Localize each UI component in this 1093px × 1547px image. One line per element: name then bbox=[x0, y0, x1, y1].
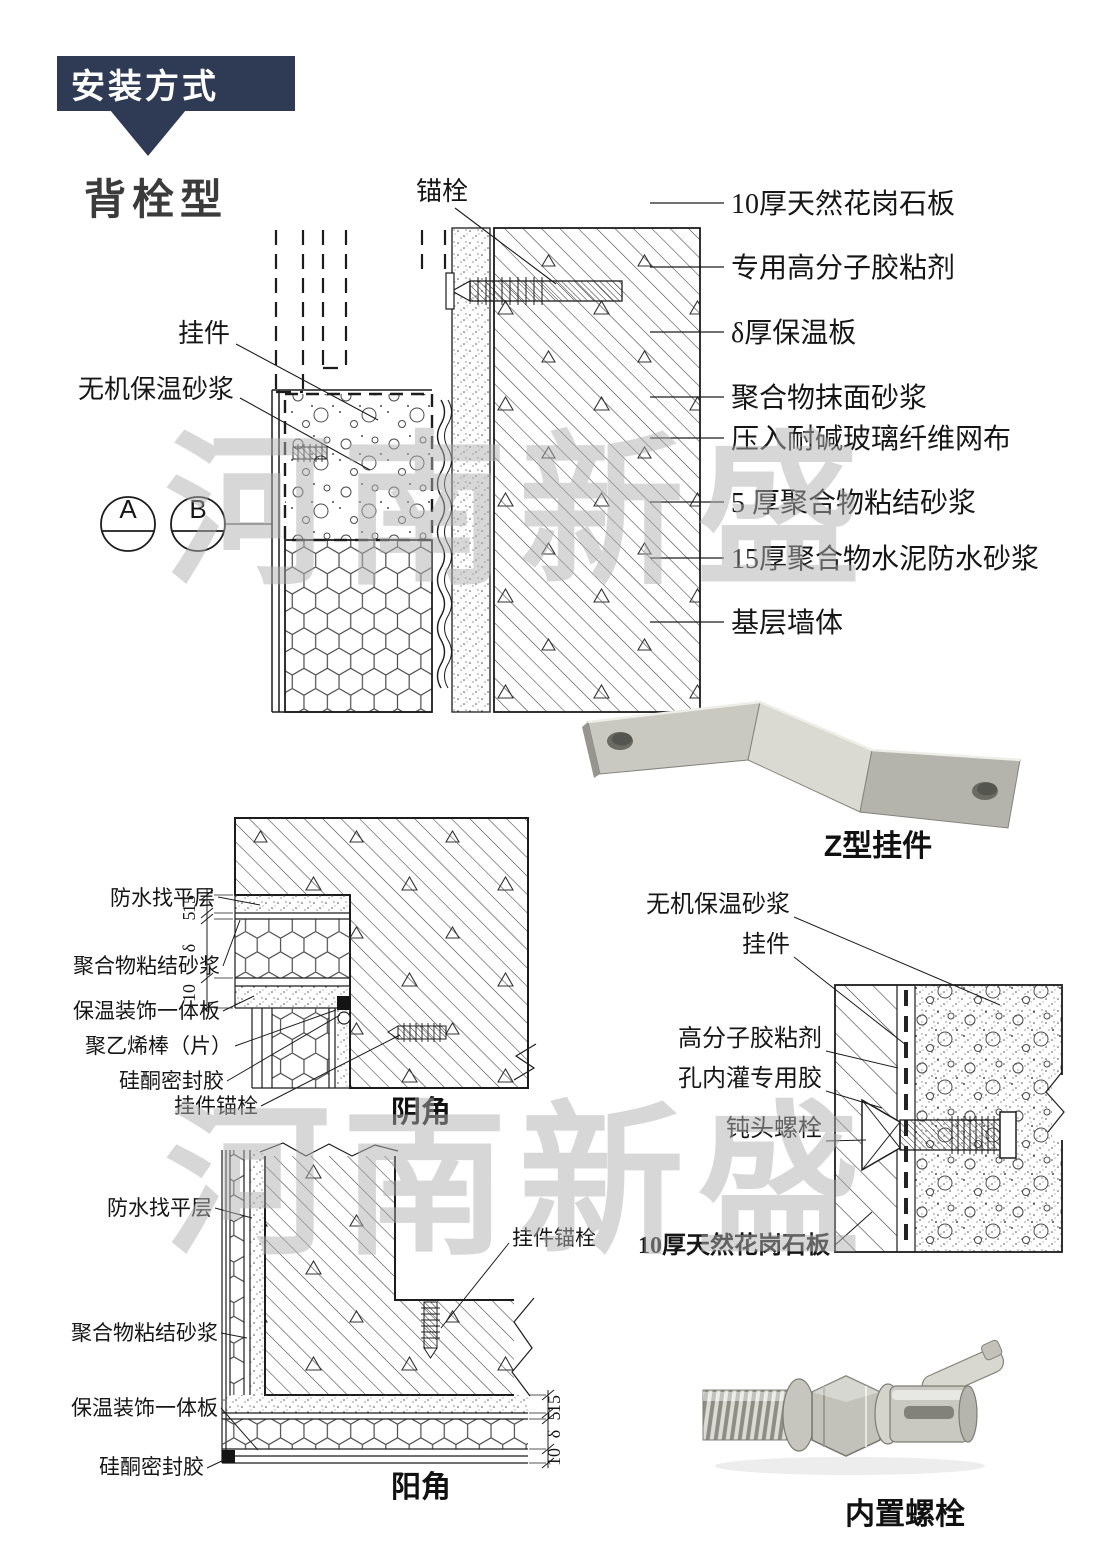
label-hanger: 挂件 bbox=[178, 319, 230, 348]
section-header-banner: 安装方式 bbox=[57, 56, 295, 111]
marker-a: A bbox=[119, 494, 137, 524]
mortar-strip bbox=[451, 227, 491, 713]
label-bonding-mortar: 聚合物粘结砂浆 bbox=[71, 1321, 218, 1345]
bolt-head-slot bbox=[904, 1406, 954, 1419]
dim-delta: δ bbox=[544, 1430, 564, 1438]
label-anchor-bolt: 锚栓 bbox=[416, 177, 468, 206]
right-label-bonding-mortar: 5 厚聚合物粘结砂浆 bbox=[731, 487, 976, 519]
detail-label-inorganic-mortar: 无机保温砂浆 bbox=[646, 891, 790, 918]
label-insulation-panel: 保温装饰一体板 bbox=[71, 1396, 218, 1420]
right-label-granite: 10厚天然花岗石板 bbox=[731, 188, 955, 220]
bracket-hole-left bbox=[607, 732, 633, 750]
inner-corner-caption: 阴角 bbox=[391, 1096, 451, 1129]
label-pe-rod: 聚乙烯棒（片） bbox=[85, 1034, 232, 1058]
detail-label-granite-panel: 10厚天然花岗石板 bbox=[638, 1231, 831, 1259]
right-label-fiberglass-mesh: 压入耐碱玻璃纤维网布 bbox=[731, 423, 1011, 455]
detail-markers bbox=[100, 496, 272, 552]
detail-label-hanger: 挂件 bbox=[742, 931, 790, 958]
bolt-washer bbox=[782, 1378, 816, 1452]
section-header-arrow-icon bbox=[110, 110, 186, 156]
main-section-diagram: A B 锚栓 挂件 无机保温砂浆 10厚天然花岗石板 专用高分子胶粘剂 δ厚保温… bbox=[78, 177, 1039, 713]
detail-label-polymer-adhesive: 高分子胶粘剂 bbox=[678, 1025, 822, 1052]
inner-bolt-photo bbox=[702, 1339, 1005, 1475]
label-waterproof-leveling: 防水找平层 bbox=[110, 886, 215, 910]
z-bracket-photo bbox=[582, 700, 1021, 829]
hanger-screw bbox=[292, 444, 328, 462]
outer-corner-caption: 阳角 bbox=[391, 1471, 451, 1504]
label-bonding-mortar: 聚合物粘结砂浆 bbox=[73, 954, 220, 978]
dim-10: 10 bbox=[179, 984, 199, 1002]
dim-5: 5 bbox=[544, 1412, 564, 1421]
bracket-hole-right bbox=[972, 782, 998, 800]
page-title: 背栓型 bbox=[84, 176, 229, 223]
right-label-waterproof-mortar: 15厚聚合物水泥防水砂浆 bbox=[731, 543, 1039, 575]
dim-10: 10 bbox=[544, 1448, 564, 1466]
label-silicone-sealant: 硅酮密封胶 bbox=[119, 1069, 224, 1093]
blunt-bolt-graphic bbox=[861, 1098, 1017, 1172]
label-inorganic-mortar: 无机保温砂浆 bbox=[78, 375, 234, 404]
detail-label-blunt-bolt: 钝头螺栓 bbox=[726, 1115, 822, 1142]
right-label-adhesive: 专用高分子胶粘剂 bbox=[731, 252, 955, 284]
outer-corner-anchor bbox=[421, 1301, 440, 1359]
right-label-insulation-board: δ厚保温板 bbox=[731, 317, 856, 349]
outer-corner-dimensions: 15 5 δ 10 bbox=[529, 1389, 564, 1469]
inner-bolt-caption: 内置螺栓 bbox=[845, 1498, 965, 1531]
label-insulation-panel: 保温装饰一体板 bbox=[73, 999, 220, 1023]
panel-assembly bbox=[271, 389, 452, 713]
dim-15: 15 bbox=[544, 1395, 564, 1413]
bolt-thread-shaft bbox=[702, 1389, 796, 1441]
label-silicone-sealant: 硅酮密封胶 bbox=[99, 1455, 204, 1479]
label-hanger-anchor: 挂件锚栓 bbox=[174, 1094, 258, 1118]
dim-delta: δ bbox=[179, 944, 199, 952]
inner-corner-diagram: 15 5 δ 10 防水找平层 聚合物粘结砂浆 保温装饰一体板 聚乙烯棒（片） … bbox=[73, 817, 537, 1118]
bolt-connection-detail: 无机保温砂浆 挂件 高分子胶粘剂 孔内灌专用胶 钝头螺栓 10厚天然花岗石板 bbox=[638, 891, 1070, 1259]
label-hanger-anchor: 挂件锚栓 bbox=[512, 1226, 596, 1250]
detail-label-hole-glue: 孔内灌专用胶 bbox=[678, 1065, 822, 1092]
section-header-title: 安装方式 bbox=[71, 68, 219, 106]
inner-corner-anchor bbox=[387, 1023, 447, 1042]
z-bracket-caption: Z型挂件 bbox=[824, 830, 932, 863]
detail-leaders bbox=[793, 916, 1001, 1247]
outer-corner-diagram: 15 5 δ 10 防水找平层 聚合物粘结砂浆 保温装饰一体板 硅酮密封胶 挂件… bbox=[71, 1142, 596, 1479]
main-leader-lines bbox=[235, 207, 557, 471]
right-label-leaders bbox=[650, 202, 724, 623]
right-label-base-wall: 基层墙体 bbox=[731, 607, 843, 639]
label-waterproof-leveling: 防水找平层 bbox=[107, 1196, 212, 1220]
dim-15: 15 bbox=[179, 895, 199, 913]
inner-corner-leaders bbox=[217, 896, 401, 1107]
inner-corner-dimensions: 15 5 δ 10 bbox=[179, 888, 233, 1014]
marker-b: B bbox=[189, 494, 206, 524]
right-label-render-mortar: 聚合物抹面砂浆 bbox=[731, 382, 927, 414]
anchor-bolt-graphic bbox=[445, 272, 623, 310]
outer-corner-leaders bbox=[206, 1207, 510, 1469]
base-wall-hatch bbox=[493, 227, 701, 713]
bolt-hex-nut bbox=[811, 1375, 881, 1457]
dashed-channel-lines bbox=[274, 230, 447, 394]
dim-5: 5 bbox=[179, 912, 199, 921]
backer-rod bbox=[436, 399, 446, 689]
